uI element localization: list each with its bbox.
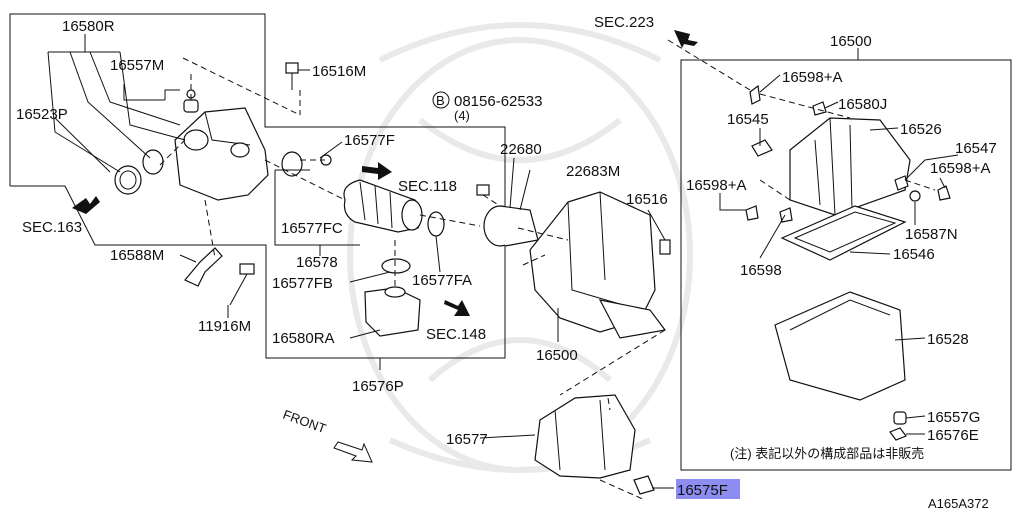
label-16598a-right: 16598+A bbox=[930, 160, 990, 177]
label-16577fc: 16577FC bbox=[281, 220, 343, 237]
clip-16547 bbox=[894, 175, 909, 191]
bolt-callout: B 08156-62533 (4) bbox=[432, 91, 542, 123]
assembly-lines bbox=[159, 39, 936, 501]
clamp-16523p bbox=[114, 149, 164, 195]
label-16578: 16578 bbox=[296, 254, 338, 271]
grommet-16557g bbox=[893, 411, 907, 425]
label-16547: 16547 bbox=[955, 140, 997, 157]
section-arrows bbox=[72, 30, 698, 463]
air-cleaner-body bbox=[529, 191, 671, 339]
clip-16575f bbox=[633, 475, 655, 495]
bolt-circle-icon bbox=[432, 91, 450, 109]
clip-16598a-top bbox=[749, 84, 761, 105]
label-16576e: 16576E bbox=[927, 427, 979, 444]
label-16526: 16526 bbox=[900, 121, 942, 138]
label-16557m: 16557M bbox=[110, 57, 164, 74]
label-16577fa: 16577FA bbox=[412, 272, 472, 289]
bracket-16588m bbox=[184, 247, 223, 287]
highlight-box bbox=[676, 479, 740, 499]
label-16580j: 16580J bbox=[838, 96, 887, 113]
label-16577: 16577 bbox=[446, 431, 488, 448]
label-sec163: SEC.163 bbox=[22, 219, 82, 236]
filter-element-16546 bbox=[780, 205, 907, 261]
label-front: FRONT bbox=[281, 407, 328, 436]
label-bolt-code: 08156-62533 bbox=[454, 93, 542, 110]
label-16580r: 16580R bbox=[62, 18, 115, 35]
label-16575f[interactable]: 16575F bbox=[677, 482, 728, 499]
label-16545: 16545 bbox=[727, 111, 769, 128]
label-16598: 16598 bbox=[740, 262, 782, 279]
label-16500-box: 16500 bbox=[830, 33, 872, 50]
label-22680: 22680 bbox=[500, 141, 542, 158]
bolt-11916m bbox=[229, 263, 255, 306]
clip-16576e bbox=[889, 427, 907, 441]
maf-sensor-22680 bbox=[476, 184, 539, 247]
label-sec118: SEC.118 bbox=[398, 178, 457, 195]
label-16598a-left: 16598+A bbox=[686, 177, 746, 194]
label-bolt-qty: (4) bbox=[454, 108, 470, 123]
label-22683m: 22683M bbox=[566, 163, 620, 180]
label-16516: 16516 bbox=[626, 191, 668, 208]
grommet-16557m bbox=[183, 89, 199, 113]
part-labels: 16580R 16557M 16516M 16523P 16577F SEC.1… bbox=[16, 14, 997, 511]
label-16546: 16546 bbox=[893, 246, 935, 263]
label-16557g: 16557G bbox=[927, 409, 980, 426]
label-16523p: 16523P bbox=[16, 106, 68, 123]
arrow-sec118 bbox=[362, 162, 392, 180]
note-non-sale: (注) 表記以外の構成部品は非販売 bbox=[730, 446, 924, 461]
bolt-16516m bbox=[285, 62, 299, 90]
clips-16598a-left bbox=[745, 205, 793, 223]
front-arrow bbox=[333, 441, 373, 463]
resonator-housing bbox=[174, 107, 269, 201]
label-bolt-circle: B bbox=[436, 93, 445, 108]
clip-16580j bbox=[812, 101, 827, 116]
arrow-sec148 bbox=[444, 300, 470, 316]
arrow-sec163 bbox=[72, 196, 100, 214]
clamp-16577fb bbox=[381, 258, 411, 274]
label-16598a-top: 16598+A bbox=[782, 69, 842, 86]
air-duct-16578 bbox=[343, 179, 423, 233]
clip-16587n bbox=[909, 190, 921, 202]
diagram-id: A165A372 bbox=[928, 496, 989, 511]
resonator-16580ra bbox=[364, 286, 421, 337]
label-16587n: 16587N bbox=[905, 226, 958, 243]
clip-16598a-right bbox=[937, 185, 951, 201]
label-11916m: 11916M bbox=[198, 318, 251, 335]
label-sec223: SEC.223 bbox=[594, 14, 654, 31]
seal-16545 bbox=[751, 139, 773, 157]
label-16528: 16528 bbox=[927, 331, 969, 348]
label-16580ra: 16580RA bbox=[272, 330, 335, 347]
left-assembly-frame bbox=[9, 13, 506, 359]
air-cleaner-detail-frame bbox=[680, 59, 1012, 471]
leader-lines bbox=[47, 34, 959, 489]
label-16577f: 16577F bbox=[344, 132, 395, 149]
label-sec148: SEC.148 bbox=[426, 326, 486, 343]
label-16516m: 16516M bbox=[312, 63, 366, 80]
label-16500-mid: 16500 bbox=[536, 347, 578, 364]
label-16588m: 16588M bbox=[110, 247, 164, 264]
cover-16526 bbox=[789, 117, 911, 216]
air-duct-16577 bbox=[534, 394, 636, 479]
case-16528 bbox=[774, 291, 906, 401]
clamp-16577fa bbox=[427, 211, 445, 237]
label-16576p: 16576P bbox=[352, 378, 404, 395]
label-16577fb: 16577FB bbox=[272, 275, 333, 292]
arrow-sec223 bbox=[674, 30, 698, 48]
